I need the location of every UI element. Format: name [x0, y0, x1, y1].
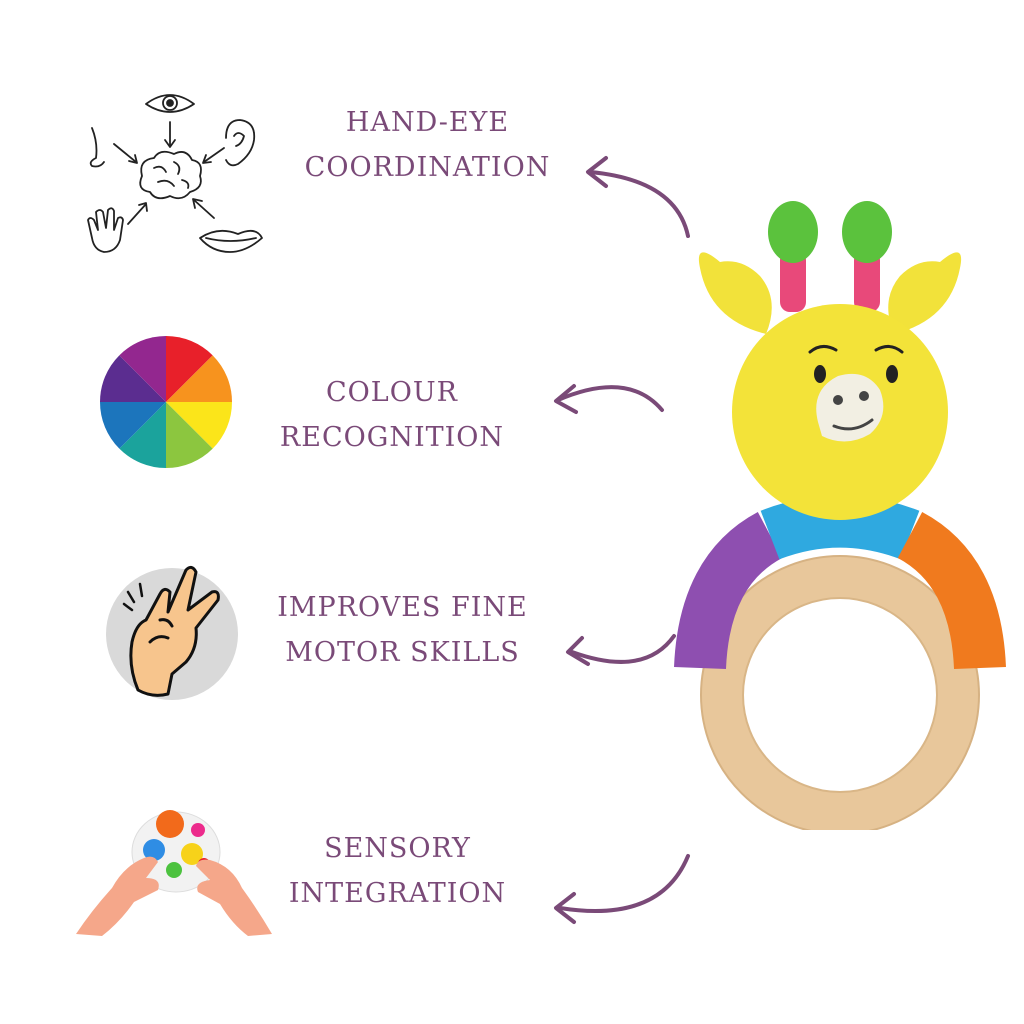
benefit-line-1: HAND-EYE	[345, 107, 510, 138]
benefit-line-2: COORDINATION	[304, 152, 551, 183]
curved-arrow-icon	[566, 634, 676, 666]
colour-wheel-slice	[166, 336, 213, 402]
benefit-label-colour: COLOUR RECOGNITION	[262, 370, 522, 460]
colour-wheel-slice	[100, 355, 166, 402]
colour-wheel-slice	[100, 402, 166, 449]
colour-wheel-slice	[166, 355, 232, 402]
colour-wheel-slice	[119, 336, 166, 402]
benefit-line-1: IMPROVES FINE	[277, 592, 528, 623]
benefit-label-sensory: SENSORY INTEGRATION	[270, 826, 525, 916]
colour-wheel-slice	[166, 402, 213, 468]
curved-arrow-icon	[554, 384, 664, 414]
giraffe-rattle-image	[674, 201, 1006, 830]
benefit-line-1: SENSORY	[324, 833, 471, 864]
curved-arrow-icon	[586, 156, 690, 238]
benefit-line-2: MOTOR SKILLS	[285, 637, 520, 668]
benefit-label-motor: IMPROVES FINE MOTOR SKILLS	[260, 585, 545, 675]
colour-wheel-slice	[166, 402, 232, 449]
benefit-line-2: RECOGNITION	[279, 422, 505, 453]
pop-toy-hands-icon	[76, 810, 272, 936]
senses-brain-icon	[87, 94, 263, 253]
benefit-line-1: COLOUR	[326, 377, 458, 408]
colour-wheel-slice	[119, 402, 166, 468]
curved-arrow-icon	[554, 854, 690, 924]
colour-wheel-icon	[100, 336, 232, 468]
hand-fingers-icon	[106, 565, 238, 700]
benefit-line-2: INTEGRATION	[288, 878, 507, 909]
benefit-label-hand-eye: HAND-EYE COORDINATION	[290, 100, 565, 190]
